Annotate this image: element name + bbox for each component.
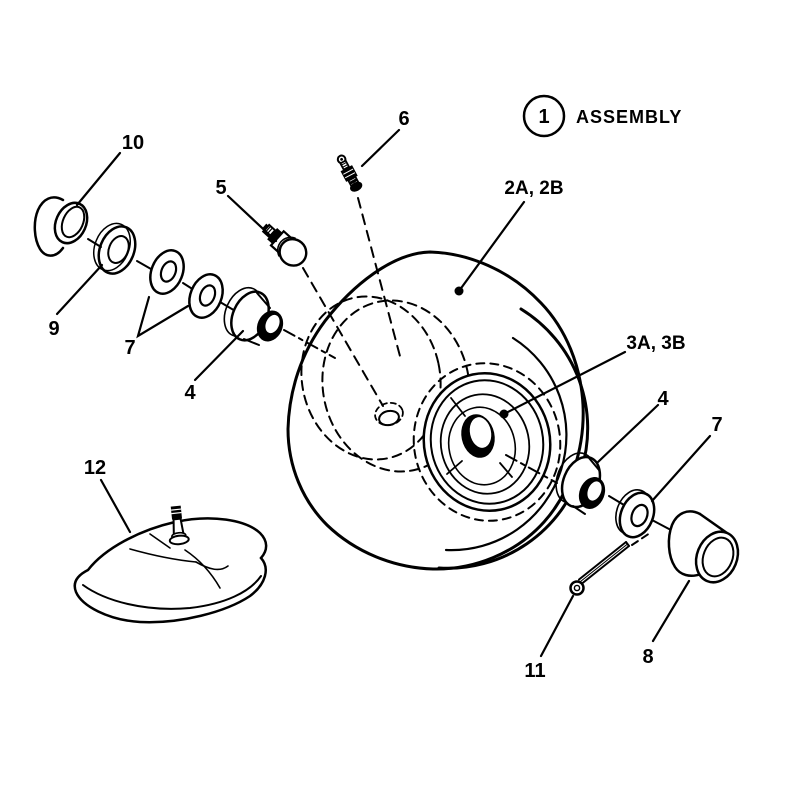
leader-7-left [136,295,190,339]
inner-tube-valve-stem [168,505,190,546]
callout-11: 11 [524,660,545,682]
leader-2 [457,200,526,293]
leader-6 [360,128,401,168]
leader-4-left [193,329,245,382]
part-washer-7-left-b [188,273,224,319]
leader-4-right [596,403,660,464]
center-axis-line [87,238,670,546]
callout-8: 8 [642,646,653,668]
tire-sidewall-arc-inner [444,336,568,552]
part-flanged-bushing-4-left [223,286,284,346]
callout-4-left: 4 [184,382,196,404]
callout-9: 9 [48,318,59,340]
inner-tube-roll-crease [82,575,262,610]
part-washer-7-left-a [149,249,185,295]
leader-10 [75,151,122,207]
callout-2: 2A, 2B [504,178,563,199]
assembly-badge-label: ASSEMBLY [576,107,682,127]
part-cotter-pin-11 [569,541,630,596]
leader-9 [55,263,104,316]
callout-labels: 10 9 7 4 5 6 2A, 2B 3A, 3B 4 7 8 11 12 [48,108,722,682]
leader-3 [502,350,627,416]
callout-7-right: 7 [711,414,722,436]
part-washer-7-right [615,489,656,539]
part-tire-2 [286,250,590,571]
valve-6-dashed-line [357,197,402,361]
part-bushing-cap-10 [33,196,89,257]
callout-10: 10 [122,132,144,154]
callout-5: 5 [215,177,226,199]
leader-2-dot [454,286,464,296]
callout-4-right: 4 [657,388,669,410]
leader-8 [651,579,691,643]
part-spacer-bushing-8 [667,510,740,584]
assembly-badge-circle [522,94,566,138]
leader-3-dot [499,409,509,419]
part-bearing-9 [93,222,137,275]
part-flanged-bushing-4-right [555,452,606,515]
leader-12 [99,478,132,534]
part-valve-stem-6 [336,154,363,192]
leader-5 [226,194,278,243]
valve-5-dashed-line [302,267,384,407]
hidden-rim-dashed [300,295,471,473]
leader-7-right [650,434,712,503]
part-valve-stem-5 [261,223,308,267]
callout-3: 3A, 3B [626,333,685,354]
callout-12: 12 [84,457,106,479]
callout-7-left: 7 [124,337,135,359]
leader-lines [55,128,712,658]
callout-6: 6 [398,108,409,130]
assembly-badge-number: 1 [538,106,549,128]
part-inner-tube-12 [73,505,268,624]
leader-11 [539,594,575,658]
assembly-badge: 1 ASSEMBLY [522,94,682,138]
